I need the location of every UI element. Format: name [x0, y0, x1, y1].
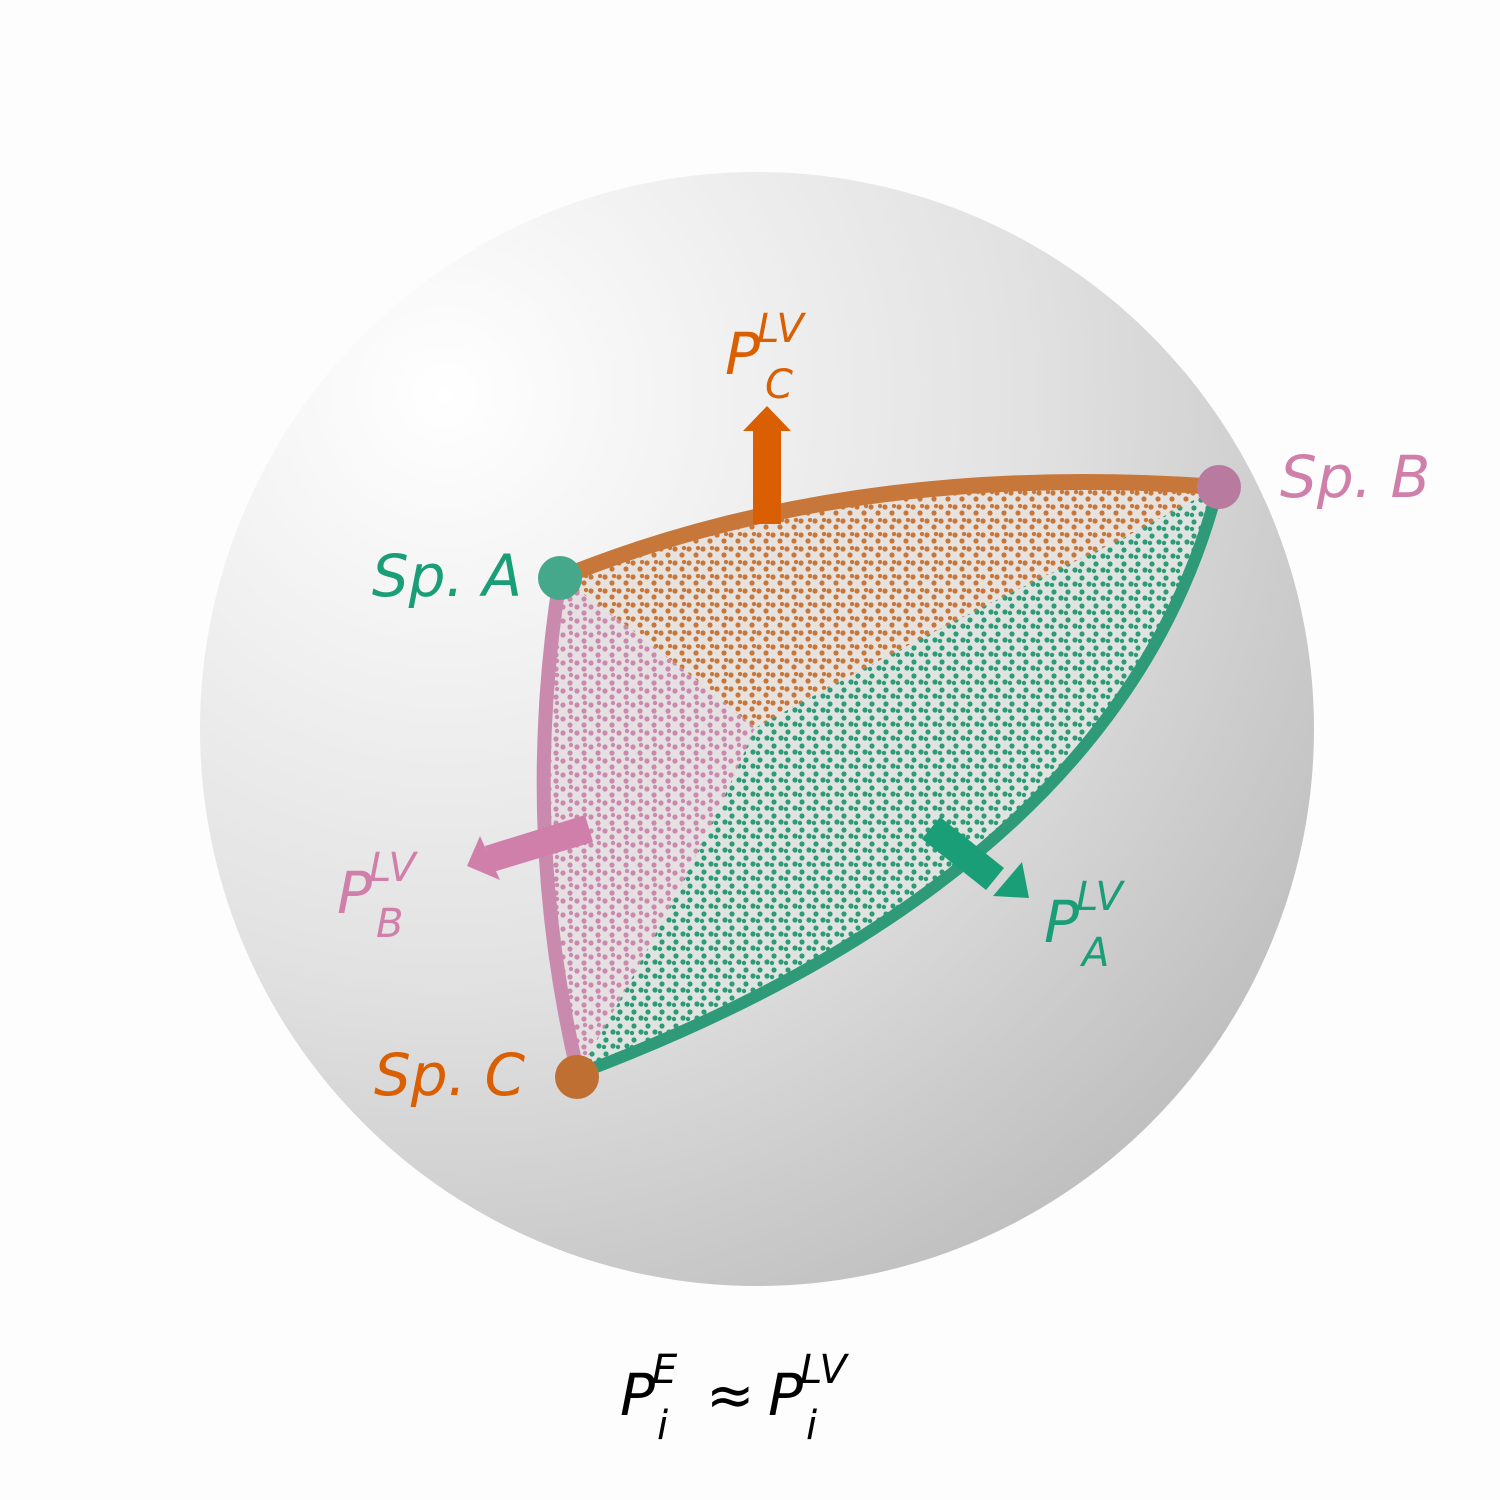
species-b-point: [1197, 465, 1241, 509]
region-c: [560, 481, 1218, 728]
formula-relation: ≈: [706, 1361, 755, 1429]
region-b: [543, 578, 755, 1074]
arrow-c: [743, 406, 791, 524]
arrow-a: [922, 817, 1029, 898]
arrow-b: [467, 815, 593, 880]
species-a-point: [538, 556, 582, 600]
species-c-label: Sp. C: [374, 1041, 526, 1109]
species-a-label: Sp. A: [372, 542, 522, 610]
species-b-label: Sp. B: [1280, 443, 1430, 511]
species-c-point: [555, 1055, 599, 1099]
region-a: [578, 487, 1218, 1074]
edge-ab: [552, 473, 1226, 586]
edge-bc: [572, 481, 1224, 1080]
